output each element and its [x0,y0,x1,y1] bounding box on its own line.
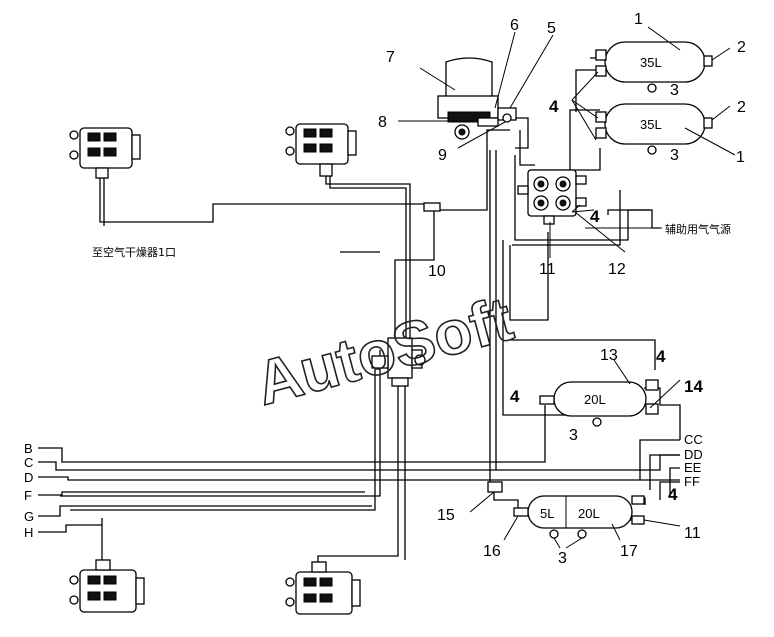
tank-35l-lower-label: 35L [640,117,662,132]
port-label-dd: DD [684,447,703,462]
callout-10: 10 [428,263,446,280]
callout-14: 14 [684,377,703,396]
port-label-ff: FF [684,474,700,489]
brake-chamber-rear-right [285,561,361,615]
tank-5l-20l-lower: 5L 20L [513,495,645,539]
port-label-h: H [24,525,33,540]
callout-6: 6 [510,17,519,34]
port-label-g: G [24,509,34,524]
callout-11-upper: 11 [539,261,556,278]
callout-4-tank13-left: 4 [510,387,520,406]
callout-1-upper: 1 [634,11,643,28]
port-label-b: B [24,441,33,456]
valve-10 [423,202,441,212]
port-label-cc: CC [684,432,703,447]
callout-3-upper: 3 [670,82,679,99]
port-label-c: C [24,455,33,470]
watermark: AutoSoft [249,285,520,419]
brake-chamber-front-left [69,127,141,179]
callout-2-lower: 2 [737,99,746,116]
tank-20l-lower-label: 20L [578,506,600,521]
callout-13: 13 [600,347,618,364]
tank-35l-upper-label: 35L [640,55,662,70]
right-port-labels: CC DD EE FF [684,432,703,489]
callout-7: 7 [386,49,395,66]
brake-chamber-rear-left [69,559,145,613]
port-label-f: F [24,488,32,503]
piping [38,50,681,562]
left-port-labels: B C D F G H [24,441,34,540]
callout-4-lower: 4 [668,485,678,504]
brake-valve [371,337,426,387]
tank-35l-lower: 35L [595,103,713,155]
port-label-d: D [24,470,33,485]
callout-1-lower: 1 [736,149,745,166]
callout-3-tank13: 3 [569,427,578,444]
callout-11-lower: 11 [684,525,701,542]
tank-35l-upper: 35L [595,41,713,93]
tank-20l-middle: 20L [539,379,659,427]
callout-15: 15 [437,507,455,524]
callout-4-tank13: 4 [656,347,666,366]
callout-8: 8 [378,114,387,131]
note-to-dryer: 至空气干燥器1口 [92,245,176,259]
callout-17: 17 [620,543,638,560]
callout-2-upper: 2 [737,39,746,56]
note-aux-supply: 辅助用气气源 [665,222,731,236]
callout-3-lower: 3 [670,147,679,164]
callout-4-valve: 4 [590,207,600,226]
air-dryer [437,57,517,140]
callout-12: 12 [608,261,626,278]
port-label-ee: EE [684,460,702,475]
four-circuit-valve [517,169,587,225]
brake-chamber-front-right [285,123,357,177]
callout-16: 16 [483,543,501,560]
callout-9: 9 [438,147,447,164]
tank-5l-label: 5L [540,506,554,521]
leader-lines [398,26,736,549]
tee-15 [487,481,503,493]
callouts: 1 2 3 2 3 1 4 4 4 4 4 6 5 7 8 9 10 11 12… [378,11,746,567]
tank-20l-middle-label: 20L [584,392,606,407]
callout-4-tanks: 4 [549,97,559,116]
callout-5: 5 [547,20,556,37]
callout-3-lower-tanks: 3 [558,550,567,567]
